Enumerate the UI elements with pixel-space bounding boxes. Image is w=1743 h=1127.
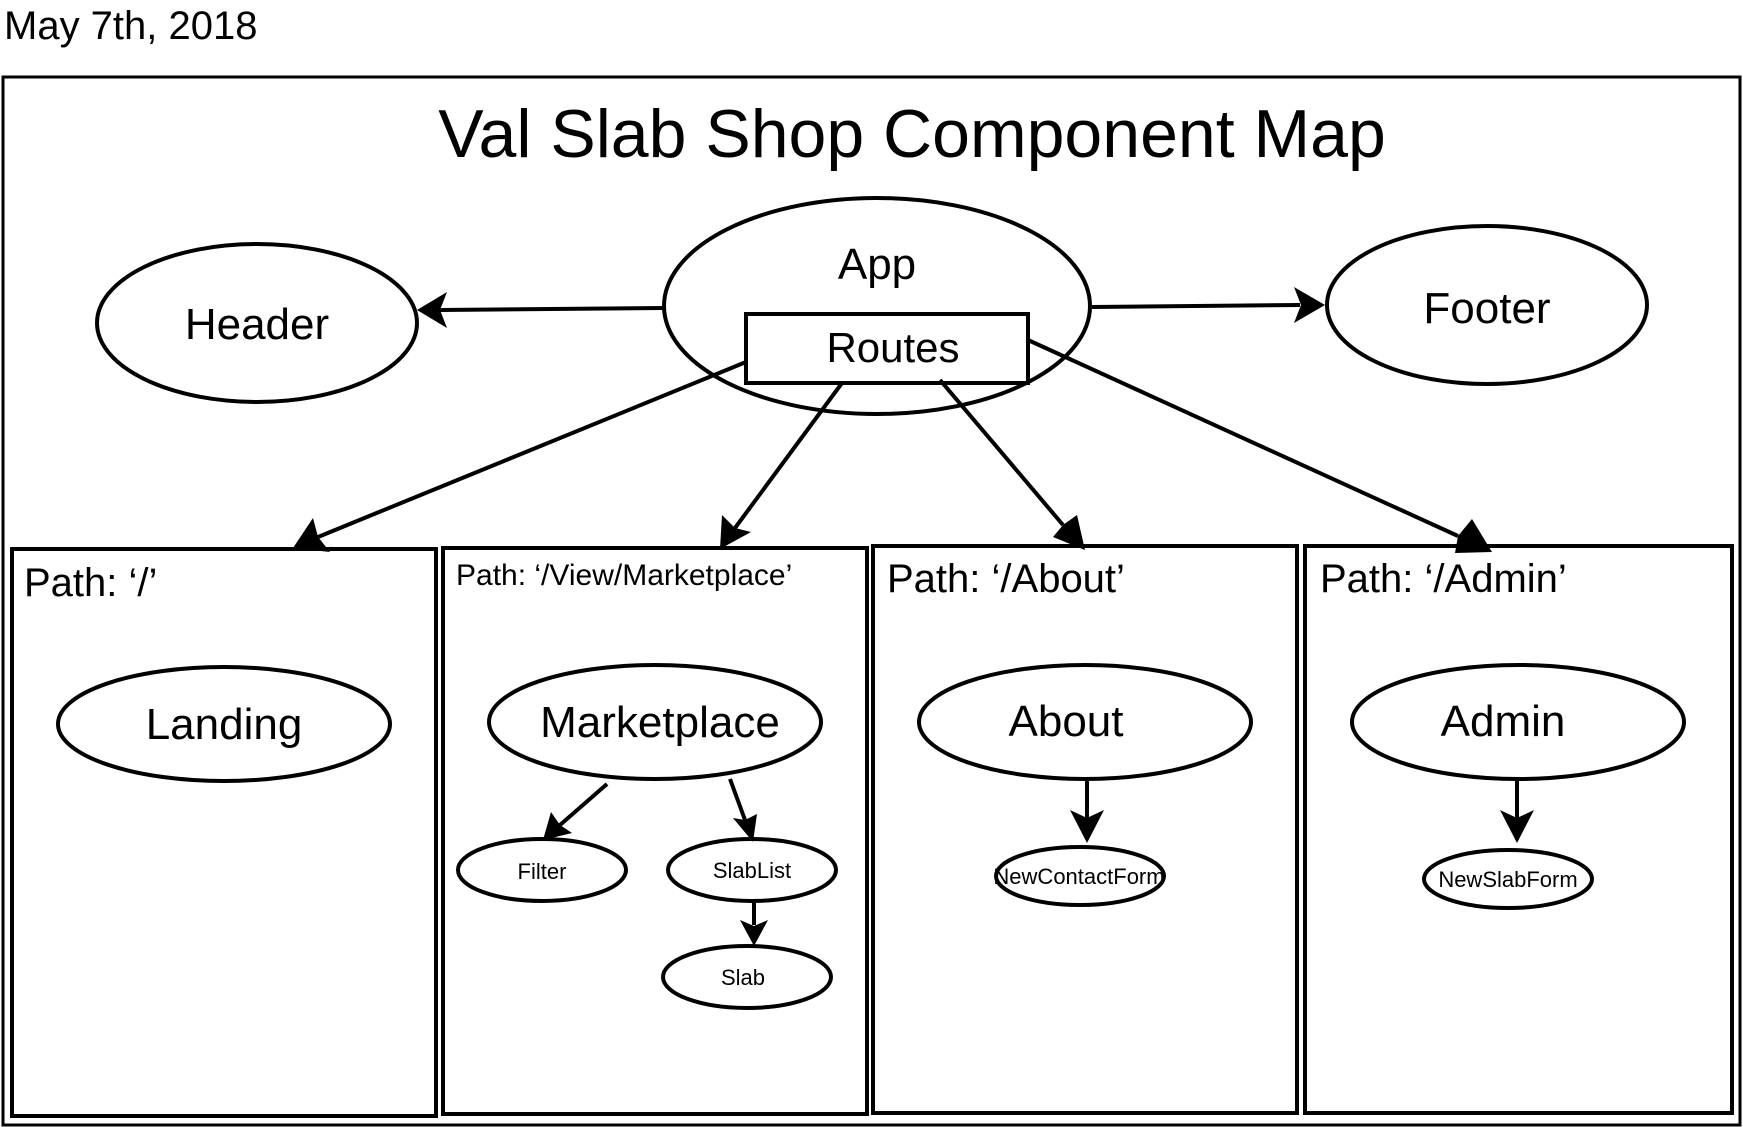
footer-label: Footer [1423,284,1550,333]
slab-label: Slab [721,965,765,990]
arrow-app-footer [1091,303,1301,309]
about-label: About [1009,697,1124,746]
arrowhead-marketplace [720,515,751,549]
routes-box [744,312,1030,385]
newcontactform-node [994,845,1166,907]
newcontactform-label: NewContactForm [993,864,1164,889]
arrowhead-newslabform [1500,810,1534,843]
path-label-marketplace: Path: ‘/View/Marketplace’ [456,559,792,592]
about-node [917,663,1253,781]
slablist-label: SlabList [713,858,791,883]
arrowhead-filter [543,812,572,840]
arrowhead-slab [740,920,768,946]
path-box-root [10,547,438,1118]
marketplace-arrowheads [543,812,768,946]
path-box-marketplace [441,546,869,1116]
arrow-marketplace-filter [558,782,609,827]
path-box-about [871,544,1299,1115]
diagram-title: Val Slab Shop Component Map [438,96,1386,172]
header-node [95,242,419,404]
arrowhead-header [417,292,447,328]
arrow-routes-about [938,378,1065,527]
arrow-app-header [439,306,665,312]
arrow-marketplace-slablist [728,778,747,821]
footer-node [1325,224,1649,386]
path-label-admin: Path: ‘/Admin’ [1320,557,1567,601]
path-label-root: Path: ‘/’ [24,561,157,605]
newslabform-label: NewSlabForm [1438,867,1577,892]
arrow-routes-marketplace [733,381,844,530]
arrowhead-about [1053,515,1085,550]
app-label: App [838,240,916,289]
app-arrows [317,303,1459,539]
arrow-routes-admin [1027,338,1459,538]
arrowhead-slablist [733,814,757,842]
newslabform-node [1422,848,1594,910]
arrowhead-footer [1294,287,1325,323]
routes-label: Routes [826,324,959,371]
arrowhead-landing [293,518,330,552]
arrowhead-newcontactform [1070,810,1104,843]
landing-node [56,665,392,783]
marketplace-arrows [558,778,756,925]
arrow-routes-landing [317,360,747,539]
header-label: Header [185,300,329,349]
path-box-admin [1303,544,1734,1115]
outer-frame [1,75,1742,1127]
marketplace-label: Marketplace [540,698,780,747]
marketplace-node [487,663,823,781]
date-label: May 7th, 2018 [4,4,258,48]
filter-label: Filter [518,859,567,884]
admin-label: Admin [1441,697,1566,746]
filter-node [456,837,628,903]
slab-node [661,944,833,1010]
landing-label: Landing [146,700,303,749]
admin-node [1350,663,1686,781]
path-label-about: Path: ‘/About’ [887,557,1125,601]
